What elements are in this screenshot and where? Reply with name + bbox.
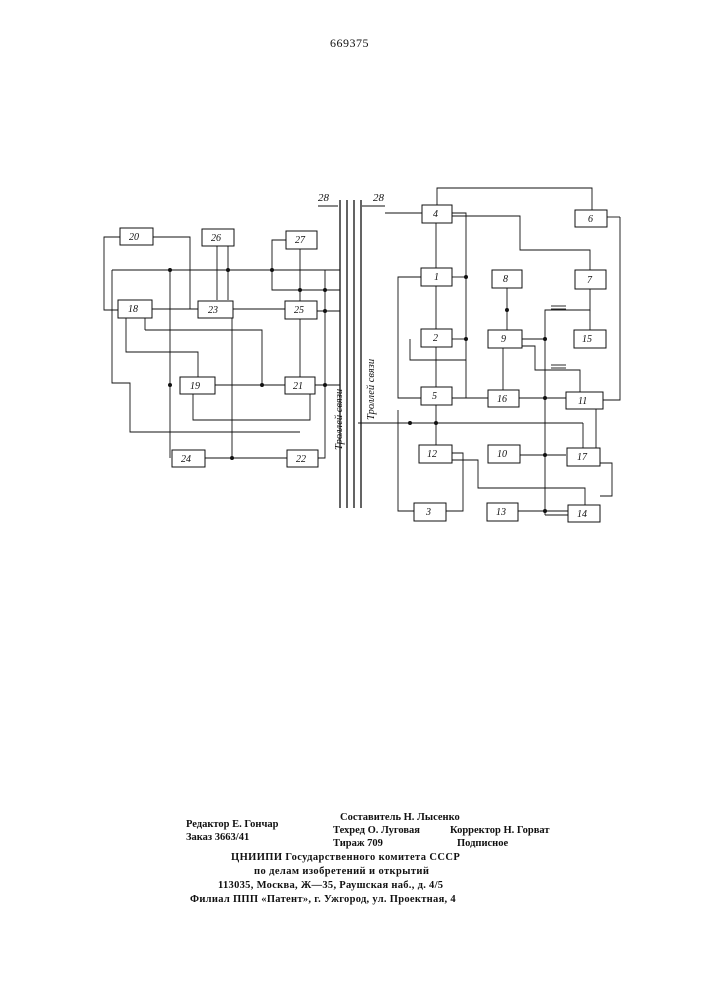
block-25: 25 bbox=[285, 301, 317, 319]
block-11-label: 11 bbox=[578, 396, 587, 407]
block-26-label: 26 bbox=[211, 233, 221, 244]
block-21: 21 bbox=[285, 377, 315, 394]
block-23: 23 bbox=[198, 301, 233, 318]
block-9: 9 bbox=[488, 330, 522, 348]
bus-number-left: 28 bbox=[318, 192, 330, 204]
imprint-corrector: Корректор Н. Горват bbox=[450, 825, 550, 836]
connections-left bbox=[104, 237, 340, 458]
block-12-label: 12 bbox=[427, 449, 437, 460]
block-5: 5 bbox=[421, 387, 452, 405]
block-7: 7 bbox=[575, 270, 606, 289]
block-22: 22 bbox=[287, 450, 318, 467]
imprint-circulation: Тираж 709 bbox=[333, 838, 383, 849]
block-27: 27 bbox=[286, 231, 317, 249]
block-24-label: 24 bbox=[181, 454, 191, 465]
block-6: 6 bbox=[575, 210, 607, 227]
junction-dots-left bbox=[168, 268, 327, 460]
block-1-label: 1 bbox=[434, 272, 439, 283]
imprint-org: ЦНИИПИ Государственного комитета СССР bbox=[231, 852, 460, 863]
block-16: 16 bbox=[488, 390, 519, 407]
block-26: 26 bbox=[202, 229, 234, 246]
block-4-label: 4 bbox=[433, 209, 438, 220]
block-13-label: 13 bbox=[496, 507, 506, 518]
imprint-editor: Редактор Е. Гончар bbox=[186, 819, 278, 830]
block-20: 20 bbox=[120, 228, 153, 245]
block-4: 4 bbox=[422, 205, 452, 223]
block-27-label: 27 bbox=[295, 235, 306, 246]
block-10-label: 10 bbox=[497, 449, 507, 460]
block-19: 19 bbox=[180, 377, 215, 394]
block-18: 18 bbox=[118, 300, 152, 318]
block-8-label: 8 bbox=[503, 274, 508, 285]
block-17: 17 bbox=[567, 448, 600, 466]
imprint-compiler: Составитель Н. Лысенко bbox=[340, 812, 460, 823]
block-18-label: 18 bbox=[128, 304, 138, 315]
block-5-label: 5 bbox=[432, 391, 437, 402]
block-16-label: 16 bbox=[497, 394, 507, 405]
block-21-label: 21 bbox=[293, 381, 303, 392]
bus-number-right: 28 bbox=[373, 192, 385, 204]
block-17-label: 17 bbox=[577, 452, 588, 463]
block-9-label: 9 bbox=[501, 334, 506, 345]
block-2-label: 2 bbox=[433, 333, 438, 344]
block-11: 11 bbox=[566, 392, 603, 409]
bus-label-left: Троллей связи bbox=[334, 389, 345, 450]
block-25-label: 25 bbox=[294, 305, 304, 316]
imprint-subscription: Подписное bbox=[457, 838, 508, 849]
block-19-label: 19 bbox=[190, 381, 200, 392]
trolley-bus bbox=[318, 200, 385, 508]
block-1: 1 bbox=[421, 268, 452, 286]
block-15: 15 bbox=[574, 330, 606, 348]
block-14: 14 bbox=[568, 505, 600, 522]
block-12: 12 bbox=[419, 445, 452, 463]
block-10: 10 bbox=[488, 445, 520, 463]
bus-label-right: Троллей связи bbox=[366, 359, 377, 420]
block-22-label: 22 bbox=[296, 454, 306, 465]
imprint-techred: Техред О. Луговая bbox=[333, 825, 420, 836]
block-3-label: 3 bbox=[425, 507, 431, 518]
block-14-label: 14 bbox=[577, 509, 587, 520]
block-8: 8 bbox=[492, 270, 522, 288]
block-2: 2 bbox=[421, 329, 452, 347]
imprint-order: Заказ 3663/41 bbox=[186, 832, 249, 843]
block-13: 13 bbox=[487, 503, 518, 521]
block-3: 3 bbox=[414, 503, 446, 521]
imprint-address: 113035, Москва, Ж—35, Раушская наб., д. … bbox=[218, 880, 443, 891]
imprint-dept: по делам изобретений и открытий bbox=[254, 866, 429, 877]
block-6-label: 6 bbox=[588, 214, 593, 225]
block-23-label: 23 bbox=[208, 305, 218, 316]
block-24: 24 bbox=[172, 450, 205, 467]
block-20-label: 20 bbox=[129, 232, 139, 243]
block-15-label: 15 bbox=[582, 334, 592, 345]
imprint-branch: Филиал ППП «Патент», г. Ужгород, ул. Про… bbox=[190, 894, 456, 905]
